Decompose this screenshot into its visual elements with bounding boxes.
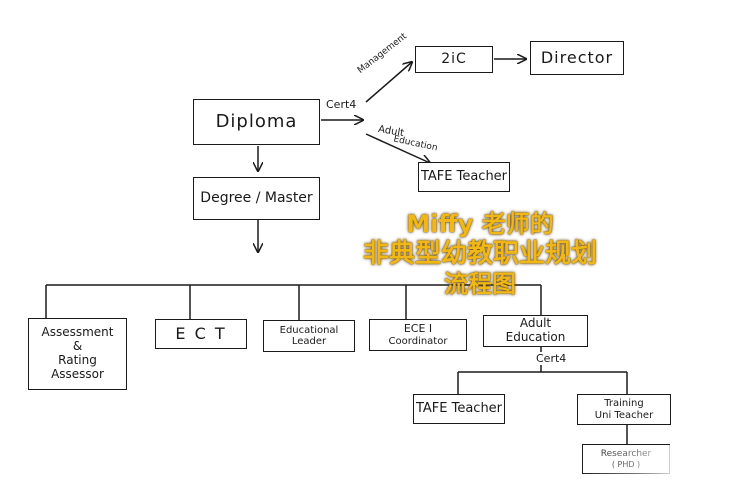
node-assessment-line2: & xyxy=(72,339,83,354)
node-degree-master: Degree / Master xyxy=(193,177,320,220)
node-ecei-coordinator-line2: Coordinator xyxy=(388,335,448,347)
node-diploma: Diploma xyxy=(193,99,320,145)
node-training-line1: Training xyxy=(604,398,644,409)
node-tafe-teacher-bottom-label: TAFE Teacher xyxy=(415,400,503,416)
node-ecei-coordinator: ECE I Coordinator xyxy=(369,319,467,351)
node-training-uni-teacher: Training Uni Teacher xyxy=(577,394,671,425)
node-assessment-line3: Rating xyxy=(58,353,97,367)
node-ect: E C T xyxy=(155,319,247,349)
node-tafe-teacher-top: TAFE Teacher xyxy=(418,162,510,192)
overlay-title-line3: 流程图 xyxy=(444,269,516,298)
node-2ic: 2iC xyxy=(415,46,493,73)
node-ecei-coordinator-line1: ECE I xyxy=(403,321,433,335)
edge-diploma-to-tafe xyxy=(365,133,430,163)
node-researcher-line1: Researcher xyxy=(600,449,652,460)
edge-diploma-to-2ic xyxy=(365,62,412,103)
node-tafe-teacher-bottom: TAFE Teacher xyxy=(413,394,505,424)
node-adult-education-line1: Adult xyxy=(519,316,552,331)
node-2ic-label: 2iC xyxy=(441,51,467,68)
node-educational-leader-line2: Leader xyxy=(291,336,327,347)
node-adult-education: Adult Education xyxy=(483,315,588,347)
node-director: Director xyxy=(530,41,624,75)
node-assessment-line1: Assessment xyxy=(41,325,114,340)
node-diploma-label: Diploma xyxy=(215,110,298,132)
edge-label-cert4-top: Cert4 xyxy=(326,98,357,111)
node-ect-label: E C T xyxy=(175,323,227,343)
node-degree-master-label: Degree / Master xyxy=(200,190,313,207)
node-researcher: Researcher ( PHD ) xyxy=(582,444,670,474)
node-assessment-assessor: Assessment & Rating Assessor xyxy=(28,318,127,390)
node-educational-leader: Educational Leader xyxy=(263,320,355,352)
edge-label-cert4-bottom: Cert4 xyxy=(534,352,569,365)
node-educational-leader-line1: Educational xyxy=(279,324,339,336)
node-tafe-teacher-top-label: TAFE Teacher xyxy=(420,168,508,184)
node-adult-education-line2: Education xyxy=(505,330,566,344)
node-assessment-line4: Assessor xyxy=(51,366,104,381)
overlay-title-line2: 非典型幼教职业规划 xyxy=(362,238,597,269)
node-training-line2: Uni Teacher xyxy=(594,409,654,421)
node-researcher-line2: ( PHD ) xyxy=(611,459,641,469)
overlay-title-line1: Miffy 老师的 xyxy=(406,210,554,238)
overlay-title: Miffy 老师的 非典型幼教职业规划 流程图 xyxy=(330,210,630,299)
node-director-label: Director xyxy=(540,47,614,67)
